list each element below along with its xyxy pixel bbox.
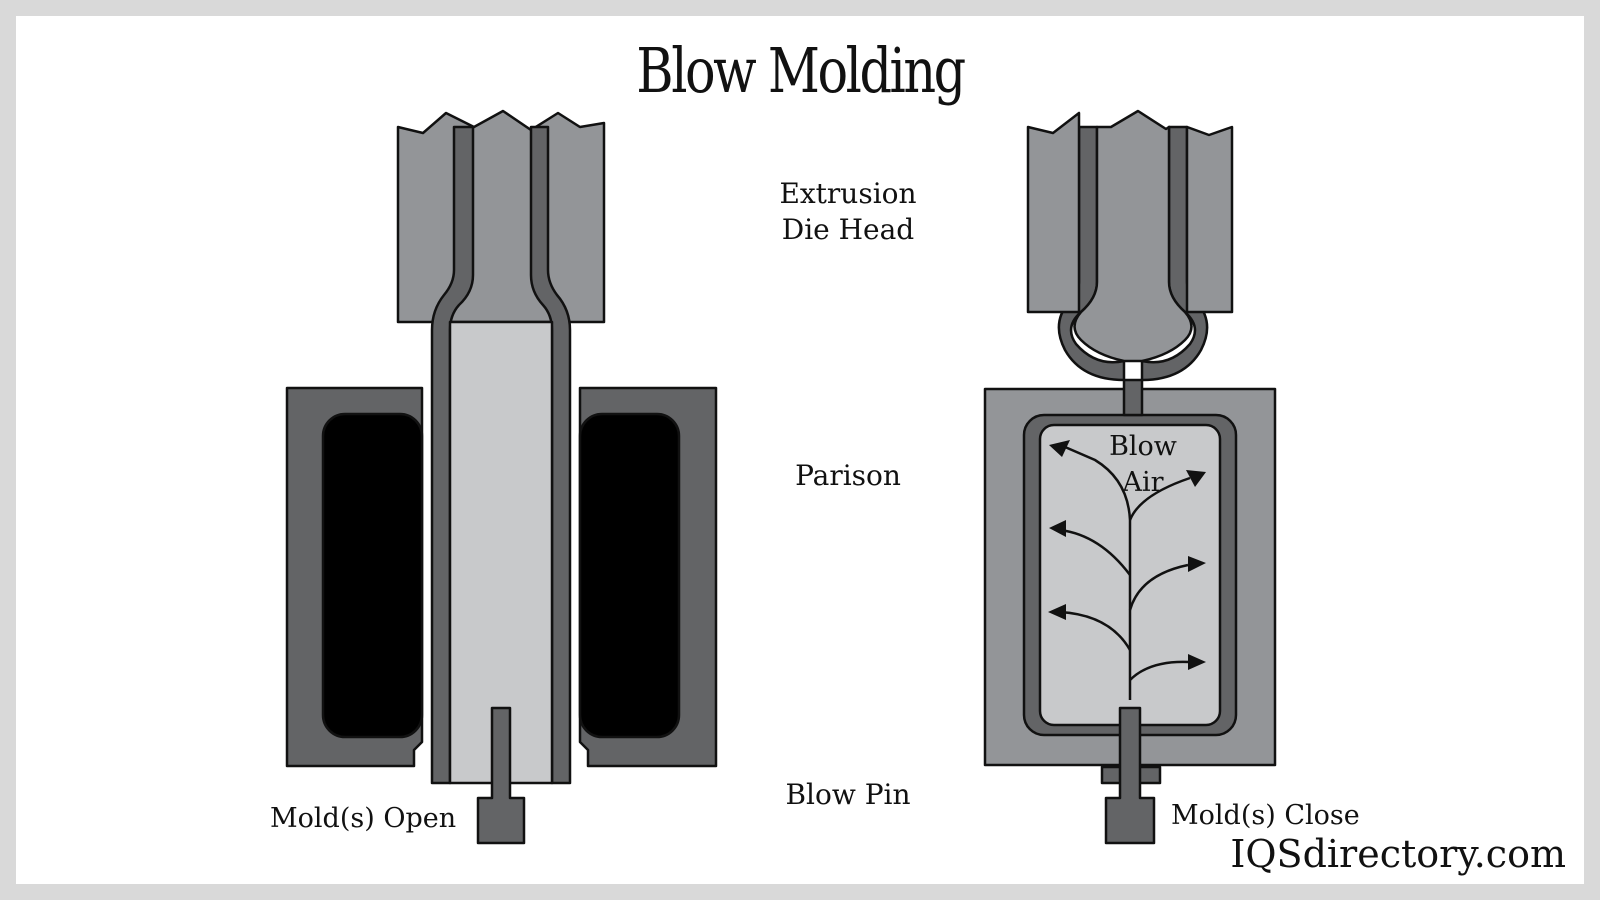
molds-close-label: Mold(s) Close: [1171, 800, 1360, 831]
parison-label: Parison: [795, 459, 901, 492]
diagram-panel: [16, 16, 1584, 884]
arrowhead-up-right: [1186, 470, 1206, 487]
blow-air-arrows: [1059, 445, 1191, 700]
right-blow-pin: [1100, 706, 1162, 845]
extrusion-label-line-1: Extrusion: [779, 177, 917, 210]
extrusion-label-line-2: Die Head: [781, 213, 915, 246]
blow-air-line-1: Blow: [1109, 431, 1177, 462]
arrowhead-right-lower: [1188, 654, 1206, 670]
arrowhead-up-left: [1049, 440, 1070, 457]
arrowhead-left-lower: [1048, 604, 1066, 620]
page-title: Blow Molding: [636, 34, 966, 107]
arrowhead-left-upper: [1049, 520, 1066, 537]
molds-open-label: Mold(s) Open: [270, 803, 457, 834]
left-blow-pin: [476, 706, 526, 845]
right-extrusion-die-head: [1026, 109, 1234, 363]
left-extrusion-die-head: [396, 109, 606, 324]
blow-air-label: Blow Air: [1083, 429, 1203, 501]
extrusion-die-head-label: Extrusion Die Head: [718, 176, 978, 248]
left-mold-half: [285, 386, 424, 768]
brand-watermark: IQSdirectory.com: [1230, 832, 1566, 876]
arrowheads: [1048, 440, 1206, 670]
arrowhead-right-middle: [1188, 556, 1206, 572]
blow-air-line-2: Air: [1122, 467, 1164, 498]
left-parison: [430, 125, 572, 785]
blow-pin-label: Blow Pin: [785, 778, 911, 811]
right-mold-half: [578, 386, 718, 768]
